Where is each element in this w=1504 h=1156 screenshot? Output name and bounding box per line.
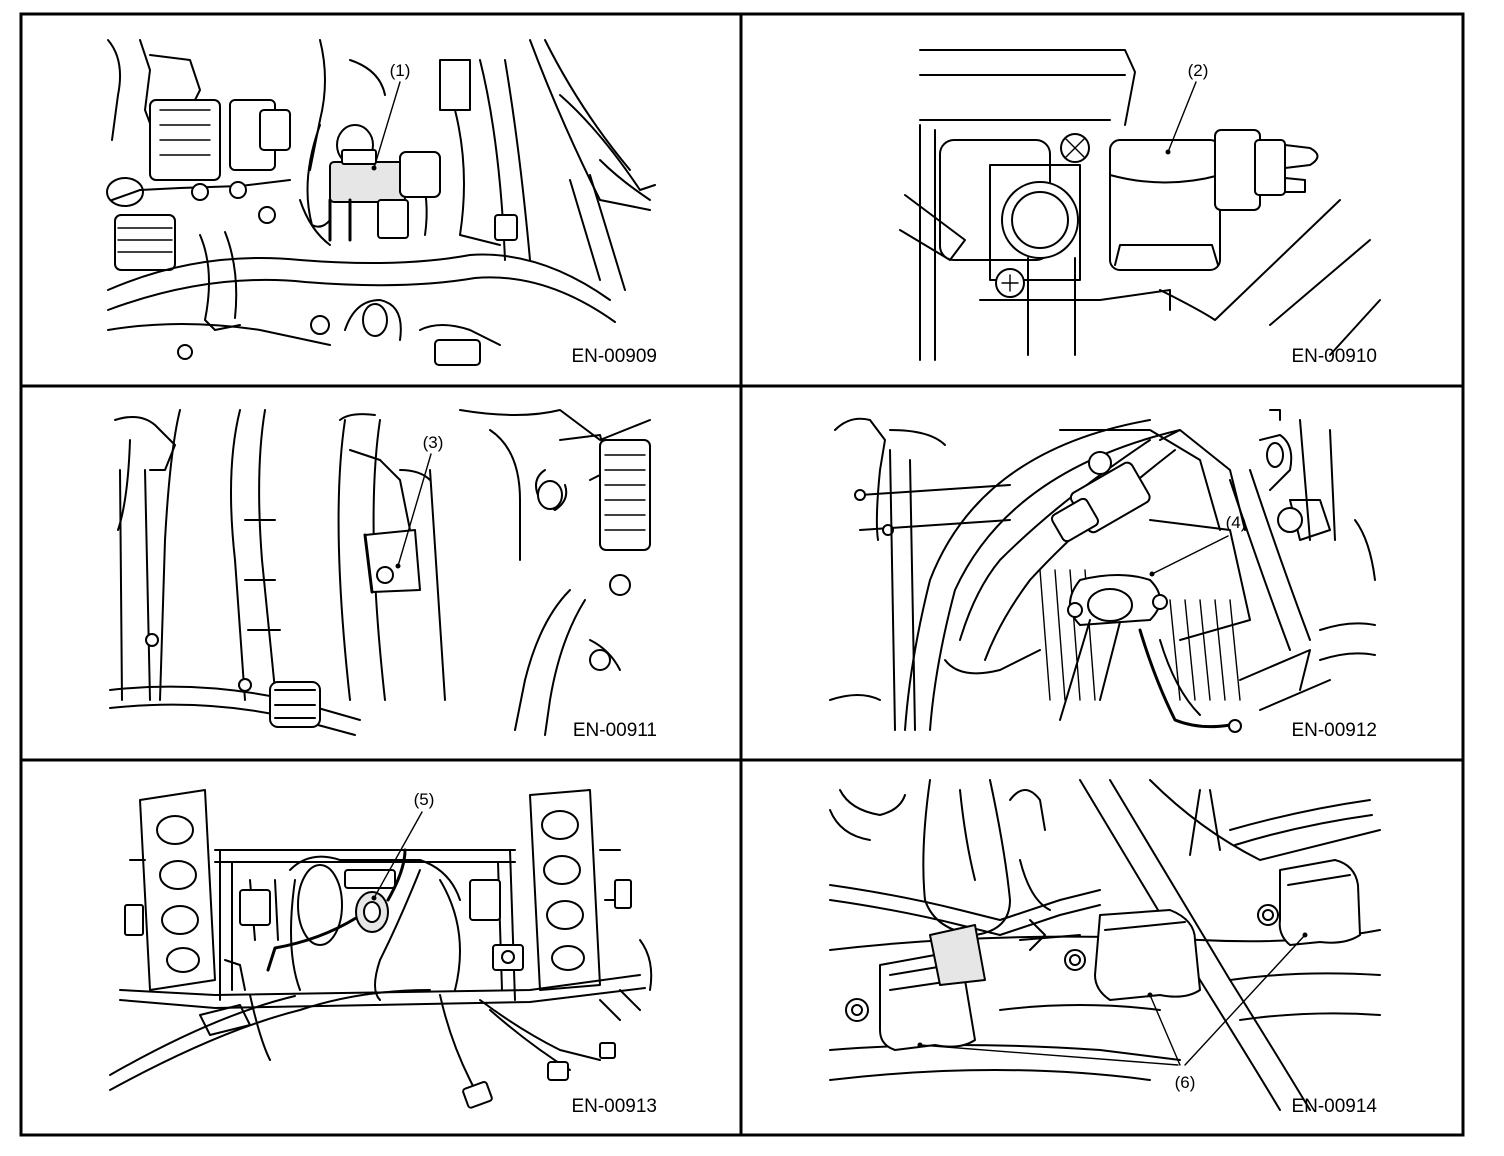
figure-code-4: EN-00912 [1291, 720, 1377, 741]
figure-code-1: EN-00909 [571, 346, 657, 367]
callout-1: (1) [371, 61, 411, 171]
panel-grid [19, 12, 1465, 1137]
callout-5: (5) [371, 790, 435, 901]
engine-drawing-3 [109, 409, 651, 736]
callout-4: (4) [1149, 513, 1247, 577]
engine-drawing-1 [106, 39, 656, 366]
engine-drawing-6 [829, 779, 1381, 1111]
figure-code-6: EN-00914 [1291, 1096, 1377, 1117]
figure-code-5: EN-00913 [571, 1096, 657, 1117]
panel-en-00909: (1) EN-00909 [106, 39, 657, 367]
panel-en-00913: (5) EN-00913 [109, 789, 657, 1117]
callout-label-5: (5) [414, 790, 435, 809]
callout-label-2: (2) [1188, 61, 1209, 80]
engine-drawing-5 [109, 789, 653, 1109]
panel-en-00914: (6) EN-00914 [829, 779, 1381, 1117]
callout-3: (3) [395, 433, 444, 569]
panel-en-00912: (4) EN-00912 [829, 409, 1377, 741]
callout-label-6: (6) [1175, 1073, 1196, 1092]
engine-drawing-4 [829, 409, 1376, 733]
callout-label-4: (4) [1226, 513, 1247, 532]
callout-label-3: (3) [423, 433, 444, 452]
figure-code-3: EN-00911 [573, 720, 657, 741]
callout-2: (2) [1165, 61, 1209, 155]
callout-label-1: (1) [390, 61, 411, 80]
panel-en-00910: (2) EN-00910 [899, 49, 1381, 367]
figure-code-2: EN-00910 [1291, 346, 1377, 367]
engine-drawing-2 [899, 49, 1381, 361]
callout-6: (6) [917, 932, 1308, 1092]
panel-en-00911: (3) EN-00911 [109, 409, 657, 741]
